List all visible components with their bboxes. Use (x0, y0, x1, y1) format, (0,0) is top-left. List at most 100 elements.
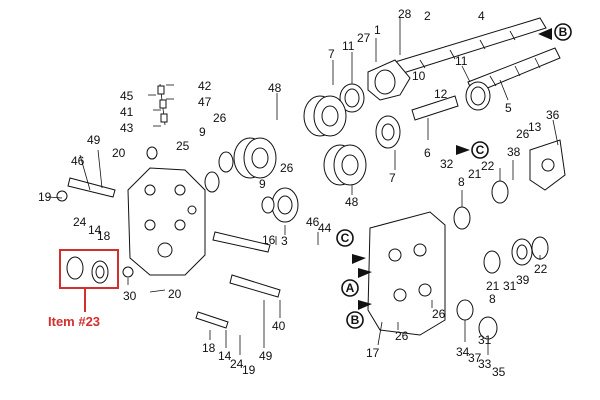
part-label: 19 (242, 363, 256, 377)
part-label: 22 (481, 159, 495, 173)
item-23-label: Item #23 (48, 314, 100, 329)
part-label: 11 (455, 54, 468, 68)
part-label: 26 (432, 307, 446, 321)
cover-13 (529, 139, 566, 191)
part-label: 38 (507, 145, 521, 159)
shaft-12 (411, 95, 459, 121)
part-label: 37 (468, 351, 482, 365)
part-label: 7 (389, 171, 396, 185)
part-label: 43 (120, 121, 134, 135)
part-label: 7 (328, 47, 335, 61)
part-label: 44 (318, 221, 332, 235)
part-label: 25 (176, 139, 190, 153)
part-label: 11 (342, 39, 355, 53)
part-label: 4 (478, 9, 485, 23)
piston-block-upper (303, 95, 347, 137)
bolt-36 (552, 119, 559, 146)
part-label: 27 (357, 31, 371, 45)
plug-30 (122, 266, 134, 278)
bearing-8 (453, 206, 501, 274)
spring-20 (146, 146, 158, 160)
part-label: 24 (230, 357, 244, 371)
swash-plate-7 (375, 115, 401, 149)
piston-block-lower (323, 144, 367, 186)
part-label: 3 (281, 234, 288, 248)
marker-c-left: C (336, 229, 366, 264)
part-label: 39 (516, 273, 530, 287)
swash-plate-3 (271, 187, 299, 223)
part-label: 9 (199, 125, 206, 139)
marker-a-label: A (346, 281, 355, 295)
marker-c-left-label: C (341, 231, 350, 245)
part-label: 46 (306, 215, 320, 229)
leader-lines (47, 18, 541, 355)
marker-c-label: C (476, 143, 485, 157)
part-label: 18 (97, 229, 111, 243)
marker-b-topright: B (538, 23, 572, 41)
part-label: 26 (516, 127, 530, 141)
spool-40 (229, 274, 281, 298)
part-label: 26 (280, 161, 294, 175)
ring-gear-upper (465, 81, 491, 111)
part-label: 47 (198, 95, 212, 109)
part-label: 28 (398, 7, 412, 21)
marker-b-bottom-label: B (351, 313, 360, 327)
part-label: 36 (546, 108, 560, 122)
bearing-26 (218, 151, 234, 173)
part-label: 24 (73, 215, 87, 229)
part-label: 21 (486, 279, 500, 293)
part-label: 21 (468, 167, 482, 181)
part-label: 1 (374, 23, 381, 37)
spool-left-46 (67, 177, 116, 198)
marker-b-label: B (559, 25, 568, 39)
item-23-callout: Item #23 (48, 249, 119, 329)
valve-rod-upper (157, 83, 168, 126)
part-label: 40 (272, 319, 286, 333)
part-label: 9 (259, 177, 266, 191)
bearing-34 (456, 299, 498, 340)
part-label: 31 (503, 279, 517, 293)
part-label: 32 (440, 157, 454, 171)
part-label: 5 (505, 101, 512, 115)
part-label: 8 (458, 175, 465, 189)
part-label: 10 (412, 69, 426, 83)
part-label: 2 (424, 9, 431, 23)
part-label: 48 (268, 81, 282, 95)
piston-block-mid (233, 137, 277, 179)
part-label: 49 (87, 133, 101, 147)
part-label: 6 (424, 146, 431, 160)
plug-19 (56, 190, 68, 202)
bearing-9 (204, 171, 275, 214)
gear-39 (511, 238, 533, 266)
part-label: 45 (120, 89, 134, 103)
housing-right (367, 211, 446, 336)
shift-fork (367, 59, 411, 101)
part-label: 41 (120, 105, 134, 119)
part-label: 16 (262, 233, 276, 247)
part-label: 48 (345, 195, 359, 209)
part-label: 22 (534, 262, 548, 276)
marker-b-bottom: B (346, 300, 372, 329)
part-label: 8 (489, 292, 496, 306)
part-label: 42 (198, 79, 212, 93)
marker-c-right: C (456, 141, 489, 159)
part-label: 12 (434, 87, 448, 101)
housing-25 (127, 167, 206, 276)
part-label: 13 (528, 120, 542, 134)
part-label: 19 (38, 190, 52, 204)
spool-16 (212, 231, 271, 253)
marker-a: A (341, 268, 372, 297)
part-label: 14 (88, 223, 102, 237)
part-label: 34 (456, 345, 470, 359)
part-label: 17 (366, 346, 380, 360)
part-label: 49 (259, 349, 273, 363)
plug-18 (195, 311, 229, 329)
part-labels: 28 1 27 11 7 2 4 10 11 12 5 42 45 47 41 … (38, 7, 560, 379)
part-label: 46 (71, 154, 85, 168)
part-label: 20 (112, 146, 126, 160)
part-label: 14 (218, 349, 232, 363)
part-label: 35 (492, 365, 506, 379)
part-label: 18 (202, 341, 216, 355)
